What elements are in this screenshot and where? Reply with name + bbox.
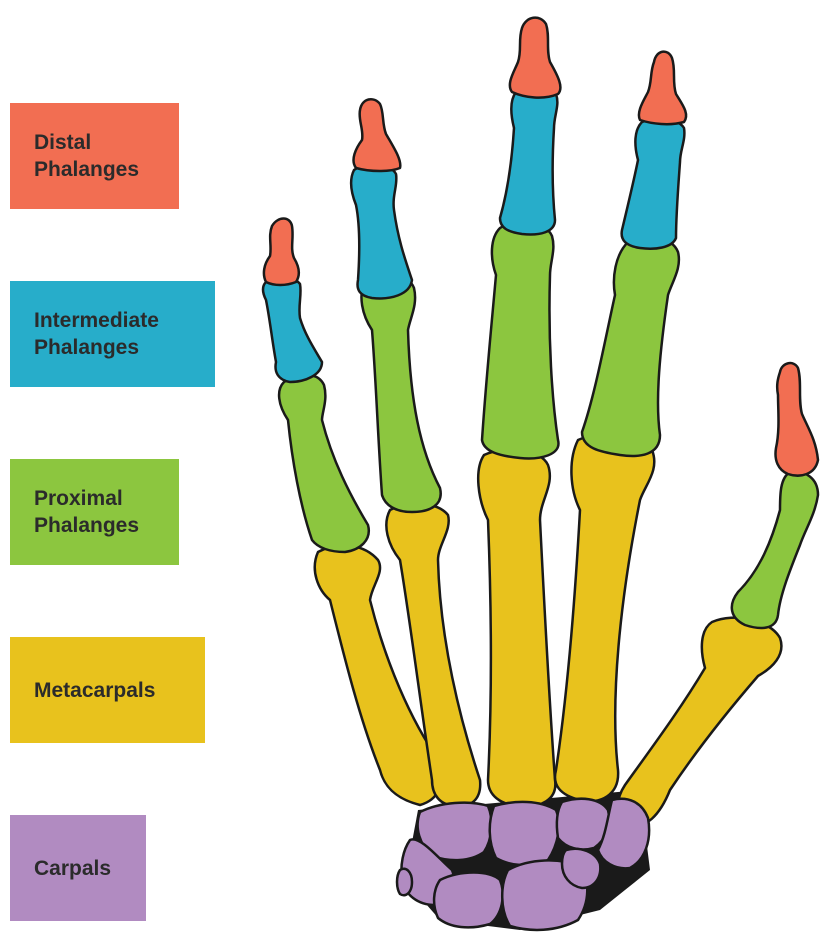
carpals xyxy=(397,799,649,930)
carpal-lunate xyxy=(434,873,503,928)
distal-ring xyxy=(354,99,401,171)
proximal-thumb xyxy=(732,472,818,628)
intermediate-middle xyxy=(500,88,557,235)
metacarpal-middle xyxy=(478,449,555,806)
metacarpal-thumb xyxy=(618,618,781,826)
distal-index xyxy=(639,52,686,125)
distal-pinky xyxy=(264,219,299,286)
proximal-index xyxy=(582,237,679,456)
carpal-capitate xyxy=(490,802,559,865)
intermediate-ring xyxy=(351,164,412,298)
proximal-pinky xyxy=(279,375,369,552)
proximal-ring xyxy=(361,274,440,512)
distal-middle xyxy=(510,18,561,98)
proximal-middle xyxy=(482,222,558,459)
intermediate-index xyxy=(622,119,685,249)
metacarpal-index xyxy=(555,434,654,801)
carpal-pisiform xyxy=(397,869,412,896)
intermediate-pinky xyxy=(263,278,322,382)
distal-thumb xyxy=(776,363,819,476)
